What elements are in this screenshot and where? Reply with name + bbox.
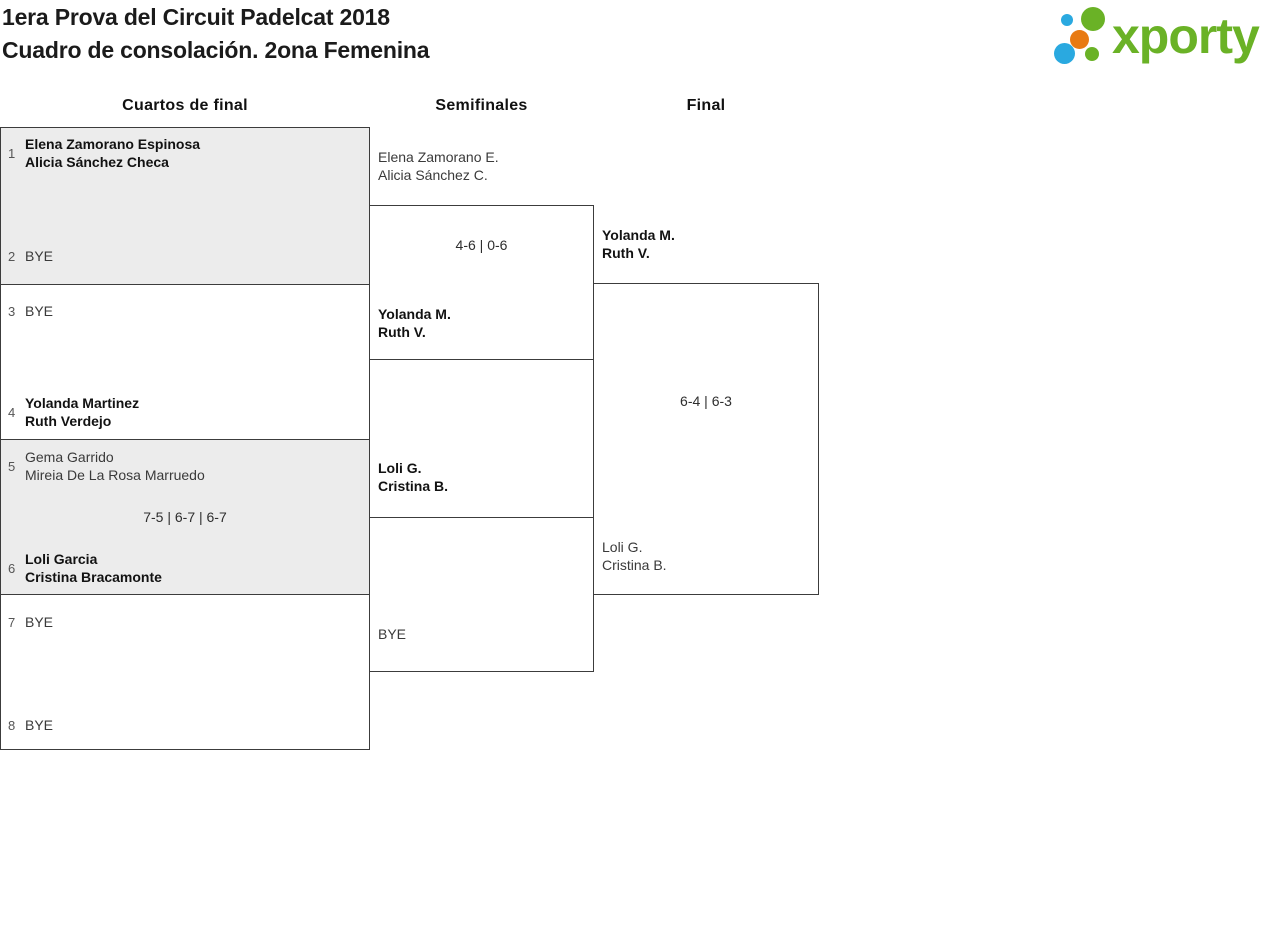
- player-name: Yolanda M.: [378, 306, 451, 322]
- player-name: Ruth V.: [378, 324, 426, 340]
- seed-number: 6: [8, 560, 16, 576]
- player-name: BYE: [25, 614, 54, 630]
- column-header-cuartos-de-final: Cuartos de final: [122, 97, 248, 114]
- player-name: Elena Zamorano E.: [378, 149, 499, 165]
- sf1-team-top: Elena Zamorano E. Alicia Sánchez C.: [378, 148, 499, 184]
- player-name: Elena Zamorano Espinosa: [25, 136, 201, 152]
- sf2-team-top: Loli G. Cristina B.: [378, 459, 448, 495]
- team-slot-seed7: 7 BYE: [8, 613, 53, 631]
- logo-dot-icon: [1081, 7, 1105, 31]
- player-name: Cristina B.: [378, 478, 449, 494]
- player-name: Alicia Sánchez Checa: [25, 154, 169, 170]
- seed-number: 4: [8, 404, 16, 420]
- seed-number: 7: [8, 614, 16, 630]
- seed-number: 5: [8, 458, 16, 474]
- match-box-final: [593, 283, 819, 595]
- page-title: 1era Prova del Circuit Padelcat 2018 Cua…: [2, 1, 430, 67]
- team-names: BYE: [25, 247, 53, 265]
- player-name: Loli Garcia: [25, 551, 98, 567]
- seed-number: 1: [8, 145, 16, 161]
- player-name: Yolanda Martinez: [25, 395, 140, 411]
- player-name: BYE: [25, 248, 54, 264]
- xporty-logo: xporty: [0, 0, 1280, 70]
- team-slot-seed8: 8 BYE: [8, 716, 53, 734]
- team-slot-seed4: 4 Yolanda Martinez Ruth Verdejo: [8, 394, 139, 430]
- team-names: BYE: [25, 302, 53, 320]
- player-name: Ruth Verdejo: [25, 413, 112, 429]
- player-name: BYE: [25, 303, 54, 319]
- match-box-sf2: [369, 517, 594, 672]
- match-box-qf2: [0, 284, 370, 440]
- player-name: Alicia Sánchez C.: [378, 167, 488, 183]
- match-box-qf4: [0, 594, 370, 750]
- column-header-final: Final: [686, 97, 726, 114]
- match-box-sf1: [369, 205, 594, 360]
- team-slot-seed2: 2 BYE: [8, 247, 53, 265]
- player-name: Cristina Bracamonte: [25, 569, 162, 585]
- team-slot-seed3: 3 BYE: [8, 302, 53, 320]
- tournament-name: 1era Prova del Circuit Padelcat 2018: [2, 4, 390, 30]
- logo-dot-icon: [1061, 14, 1073, 26]
- team-names: Yolanda Martinez Ruth Verdejo: [25, 394, 139, 430]
- final-team-bottom: Loli G. Cristina B.: [602, 538, 667, 574]
- seed-number: 2: [8, 248, 16, 264]
- match-score-qf3: 7-5 | 6-7 | 6-7: [143, 509, 227, 525]
- seed-number: 3: [8, 303, 16, 319]
- player-name: BYE: [378, 626, 407, 642]
- player-name: BYE: [25, 717, 54, 733]
- team-names: Loli Garcia Cristina Bracamonte: [25, 550, 162, 586]
- player-name: Loli G.: [378, 460, 422, 476]
- column-header-semifinales: Semifinales: [435, 97, 528, 114]
- sf2-team-bottom: BYE: [378, 625, 406, 643]
- team-slot-seed1: 1 Elena Zamorano Espinosa Alicia Sánchez…: [8, 135, 200, 171]
- player-name: Mireia De La Rosa Marruedo: [25, 467, 205, 483]
- player-name: Gema Garrido: [25, 449, 114, 465]
- player-name: Cristina B.: [602, 557, 667, 573]
- logo-dot-icon: [1070, 30, 1089, 49]
- team-names: BYE: [25, 613, 53, 631]
- logo-dot-icon: [1085, 47, 1099, 61]
- team-slot-seed6: 6 Loli Garcia Cristina Bracamonte: [8, 550, 162, 586]
- match-score-sf1: 4-6 | 0-6: [455, 237, 508, 253]
- player-name: Yolanda M.: [602, 227, 675, 243]
- player-name: Ruth V.: [602, 245, 650, 261]
- team-names: Elena Zamorano Espinosa Alicia Sánchez C…: [25, 135, 200, 171]
- team-names: Gema Garrido Mireia De La Rosa Marruedo: [25, 448, 205, 484]
- bracket-subtitle: Cuadro de consolación. 2ona Femenina: [2, 37, 430, 63]
- xporty-wordmark: xporty: [1112, 8, 1260, 64]
- team-names: BYE: [25, 716, 53, 734]
- seed-number: 8: [8, 717, 16, 733]
- logo-dot-icon: [1054, 43, 1075, 64]
- sf1-team-bottom: Yolanda M. Ruth V.: [378, 305, 451, 341]
- match-score-final: 6-4 | 6-3: [680, 393, 732, 409]
- player-name: Loli G.: [602, 539, 643, 555]
- final-team-top: Yolanda M. Ruth V.: [602, 226, 675, 262]
- team-slot-seed5: 5 Gema Garrido Mireia De La Rosa Marrued…: [8, 448, 205, 484]
